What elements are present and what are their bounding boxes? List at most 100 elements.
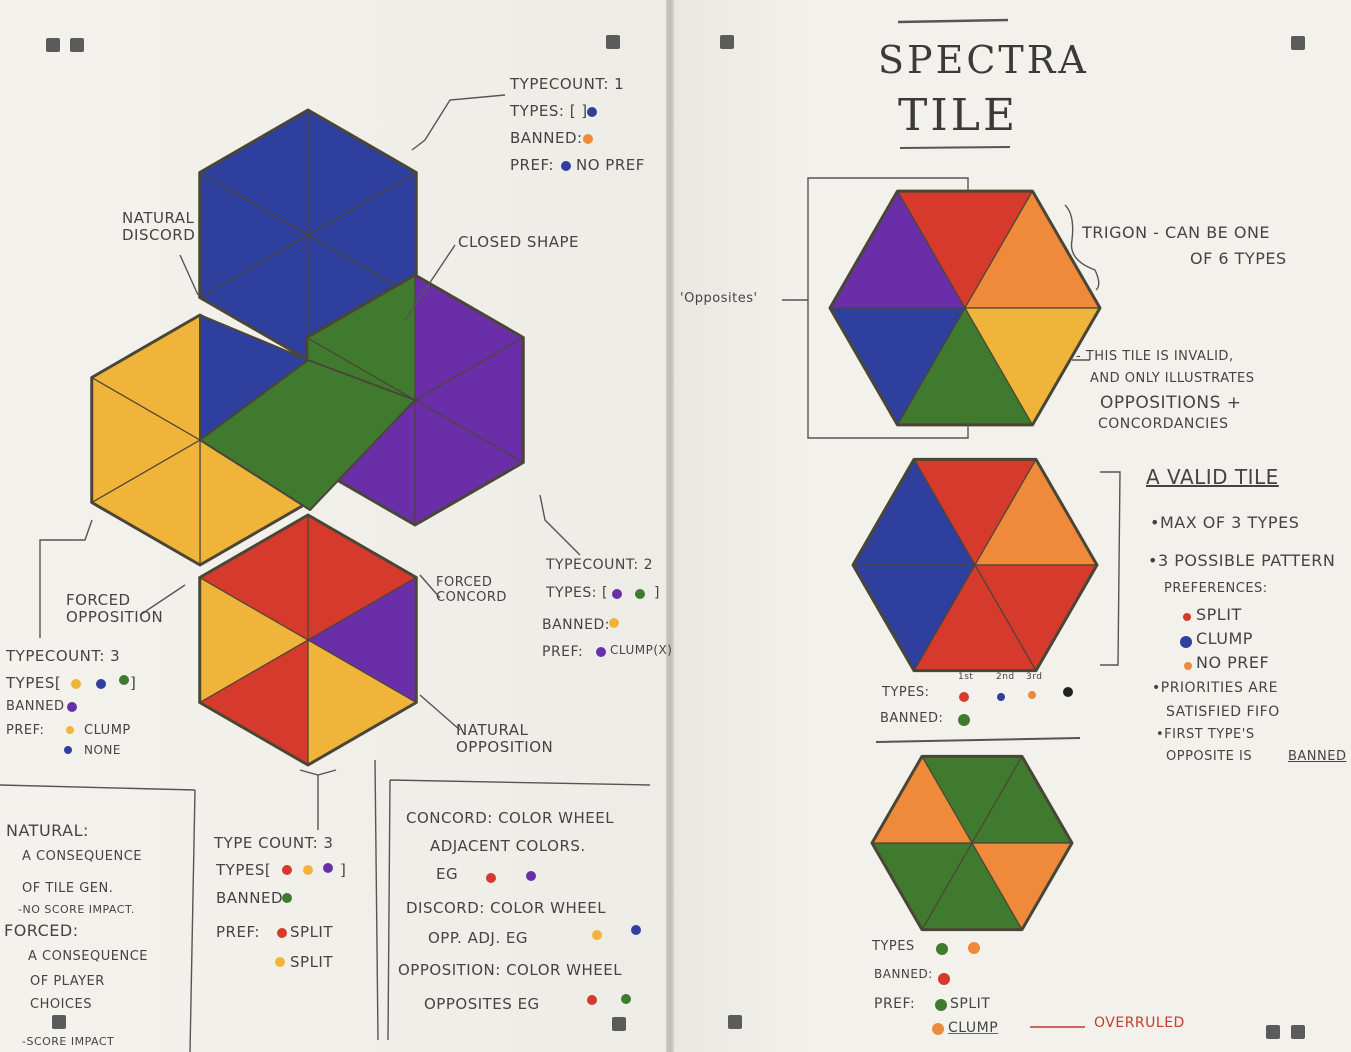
rule-preferences: preferences: xyxy=(1164,581,1268,596)
purple-hex-types: Types: [ xyxy=(546,585,608,601)
natural-opposition-label: Natural Opposition xyxy=(456,721,554,757)
eg-dot-purple xyxy=(526,871,536,881)
binder-hole xyxy=(70,38,84,52)
type-dot-yellow xyxy=(303,865,313,875)
pref-split-label: Split xyxy=(1196,605,1242,624)
eg-dot-red xyxy=(587,995,597,1005)
pointer-blue-hex xyxy=(411,94,506,151)
pref-dot-blue xyxy=(561,161,571,171)
yellow-hex-types-close: ] xyxy=(130,674,137,692)
eg-dot-yellow xyxy=(592,930,602,940)
bottom-hex-pref-2: Split xyxy=(290,953,334,971)
trigon-note-1: Trigon - can be one xyxy=(1082,223,1271,242)
pointer-forced-opposition xyxy=(139,584,186,616)
pref-dot-red xyxy=(277,928,287,938)
rule-priorities-2: satisfied FIFO xyxy=(1166,704,1280,720)
blue-hex-pref-value: No Pref xyxy=(576,156,645,174)
purple-hex-outline xyxy=(305,273,525,527)
notebook-spine xyxy=(666,0,674,1052)
overruled-label: Overruled xyxy=(1094,1015,1185,1031)
eg-dot-green xyxy=(621,994,631,1004)
binder-hole xyxy=(612,1017,626,1031)
legend-forced-1: A consequence xyxy=(28,949,149,964)
valid-type-dot-empty xyxy=(1063,687,1073,697)
pref-clump-dot xyxy=(1180,636,1192,648)
forced-opposition-label: Forced Opposition xyxy=(66,591,164,627)
blue-wedge xyxy=(199,314,309,441)
legend-opposition-2: opposites EG xyxy=(424,995,540,1013)
type-dot-red xyxy=(282,865,292,875)
binder-hole xyxy=(1266,1025,1280,1039)
type-dot-green xyxy=(635,589,645,599)
title-underline xyxy=(899,146,1011,149)
legend-discord: Discord: Color wheel xyxy=(406,899,607,917)
order-first: 1st xyxy=(958,672,974,682)
divider-line xyxy=(387,779,651,1041)
title-bar xyxy=(897,18,1009,24)
legend-opposition: Opposition: Color wheel xyxy=(398,961,623,979)
pref-clump-label: Clump xyxy=(1196,629,1253,648)
third-type-dot-green xyxy=(936,943,948,955)
bottom-hex-types-close: ] xyxy=(340,861,347,879)
third-pref-dot-orange xyxy=(932,1023,944,1035)
banned-dot-orange xyxy=(583,134,593,144)
third-types-label: Types xyxy=(872,939,915,954)
binder-hole xyxy=(46,38,60,52)
invalid-tile-outline xyxy=(828,189,1102,427)
binder-hole xyxy=(606,35,620,49)
forced-concord-label: Forced Concord xyxy=(436,575,507,605)
third-tile-outline xyxy=(870,754,1074,932)
valid-tile-outline xyxy=(851,457,1099,673)
valid-banned-label: Banned: xyxy=(880,711,944,726)
bottom-hex-pref-1: Split xyxy=(290,923,334,941)
invalid-note-3: Oppositions + xyxy=(1100,393,1242,413)
bottom-hex-type-count: Type Count: 3 xyxy=(214,834,334,852)
rule-first-type-2: opposite is xyxy=(1166,749,1253,764)
binder-hole xyxy=(728,1015,742,1029)
pref-split-dot xyxy=(1183,613,1191,621)
pref-dot-yellow xyxy=(66,726,74,734)
yellow-hex-pref-1: Clump xyxy=(84,723,131,738)
bracket-purple-hex xyxy=(539,494,581,556)
invalid-note-2: and only illustrates xyxy=(1090,371,1255,386)
yellow-hex-types: Types[ xyxy=(6,674,62,692)
bottom-hex-outline xyxy=(198,513,418,767)
invalid-note-1: - This tile is invalid, xyxy=(1076,349,1234,364)
closed-shape-label: Closed Shape xyxy=(458,233,580,251)
type-dot-purple xyxy=(323,863,333,873)
rule-first-type: •First type's xyxy=(1156,727,1255,742)
blue-hex-types: Types: [ ] xyxy=(510,102,588,120)
yellow-hex-pref-2: None xyxy=(84,743,121,757)
legend-discord-2: opp. adj. EG xyxy=(428,929,528,947)
legend-concord-eg: EG xyxy=(436,865,459,883)
bottom-hex-pref: Pref: xyxy=(216,923,260,941)
legend-forced-3: choices xyxy=(30,997,92,1012)
banned-dot-yellow xyxy=(609,618,619,628)
yellow-hex-pref: Pref: xyxy=(6,723,45,738)
legend-natural-1: A consequence xyxy=(22,849,143,864)
rule-max-types: •Max of 3 types xyxy=(1150,513,1300,532)
valid-divider xyxy=(875,737,1081,743)
purple-hex-types-close: ] xyxy=(654,585,660,601)
purple-hex-pref-value: Clump(x) xyxy=(610,643,673,657)
third-banned-dot-red xyxy=(938,973,950,985)
valid-type-dot-blue xyxy=(997,693,1005,701)
legend-forced-2: of player xyxy=(30,974,105,989)
pref-dot-purple xyxy=(596,647,606,657)
third-pref-label: Pref: xyxy=(874,996,916,1012)
invalid-note-4: Concordancies xyxy=(1098,416,1229,432)
order-second: 2nd xyxy=(996,672,1015,682)
eg-dot-blue xyxy=(631,925,641,935)
hex-drawings xyxy=(90,108,1102,932)
binder-hole xyxy=(52,1015,66,1029)
natural-discord-label: Natural Discord xyxy=(122,209,196,245)
page-title-line-1: Spectra xyxy=(878,38,1089,82)
opposites-bracket xyxy=(807,177,969,439)
bracket-yellow-hex xyxy=(39,519,93,638)
bottom-hex-types: Types[ xyxy=(216,861,272,879)
bracket-bottom-hex xyxy=(299,769,337,830)
third-pref-clump: Clump xyxy=(948,1020,999,1036)
color-dots xyxy=(64,107,1192,1035)
